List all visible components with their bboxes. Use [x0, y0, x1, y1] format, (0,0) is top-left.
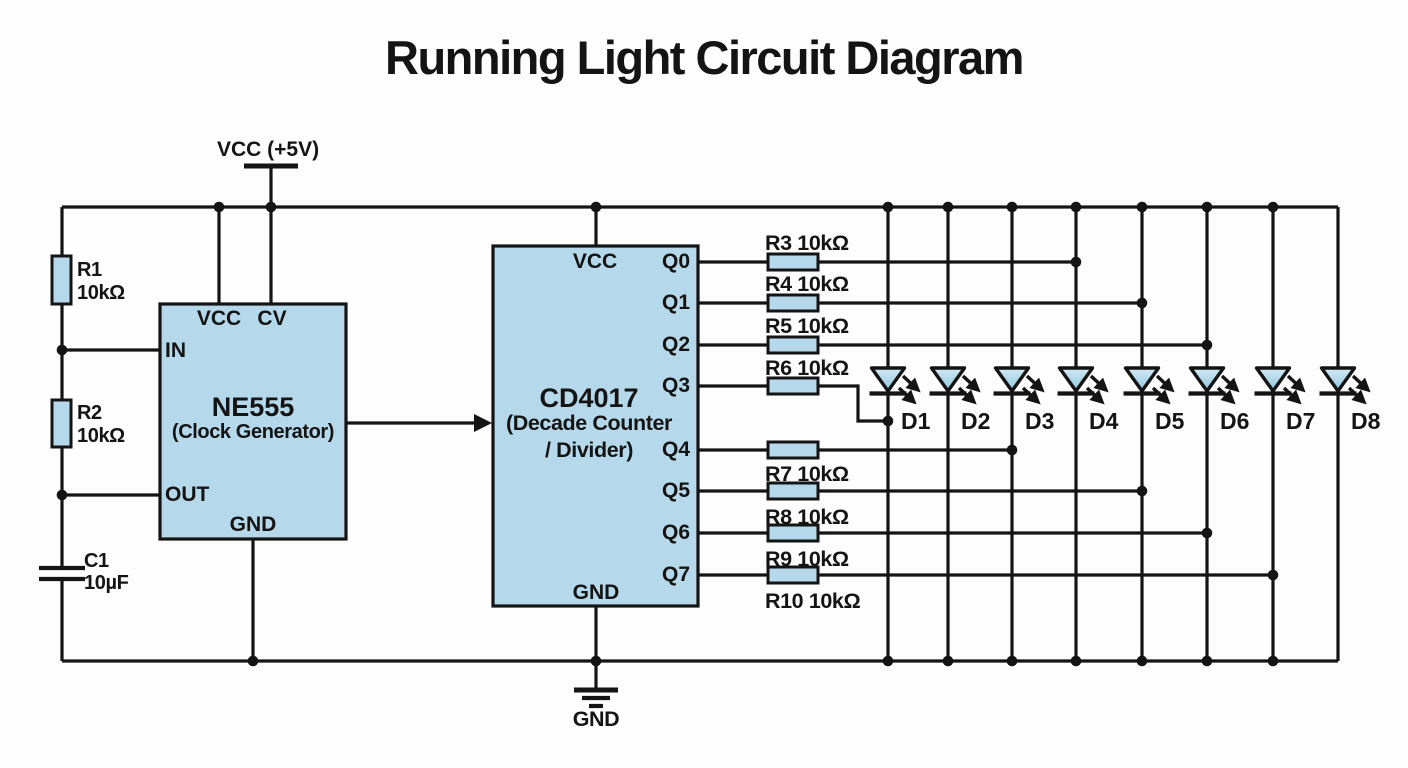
- resistor-r7-label: R7 10kΩ: [765, 462, 849, 486]
- ground-symbol: [574, 687, 618, 709]
- resistor-r3-body: [766, 252, 820, 272]
- resistor-r7-body: [766, 440, 820, 460]
- cd4017-pin-q5-label: Q5: [661, 479, 690, 502]
- led-d5-label: D5: [1155, 408, 1185, 434]
- led-d3-label: D3: [1025, 408, 1055, 434]
- cd4017-pin-q2-label: Q2: [661, 333, 690, 356]
- cd4017-block: [491, 244, 700, 608]
- ne555-block: [158, 302, 348, 541]
- resistor-r4-body: [766, 293, 820, 313]
- ne555-pin-in-label: IN: [165, 339, 186, 362]
- led-d7-symbol: [1254, 207, 1306, 661]
- resistor-r1-ref: R1: [77, 259, 102, 281]
- capacitor-c1-ref: C1: [84, 550, 109, 572]
- cd4017-pin-q1-label: Q1: [661, 291, 690, 314]
- led-d1-label: D1: [901, 408, 931, 434]
- resistor-r6-label: R6 10kΩ: [765, 356, 849, 380]
- ne555-pin-gnd-label: GND: [229, 513, 277, 536]
- resistor-r6-body: [766, 376, 820, 396]
- resistor-r2-ref: R2: [77, 402, 102, 424]
- resistor-r10-label: R10 10kΩ: [765, 589, 861, 613]
- resistor-r5-label: R5 10kΩ: [765, 314, 849, 338]
- led-d4-symbol: [1057, 207, 1109, 661]
- ne555-name: NE555: [211, 392, 295, 422]
- ne555-pin-vcc-label: VCC: [196, 307, 242, 330]
- resistor-r5-body: [766, 335, 820, 355]
- cd4017-pin-q3-label: Q3: [661, 374, 690, 397]
- capacitor-c1-value: 10µF: [84, 572, 129, 594]
- q3-wire: [698, 384, 888, 423]
- cd4017-name: CD4017: [539, 383, 639, 413]
- resistor-r2-body: [50, 398, 73, 449]
- resistor-r8-label: R8 10kΩ: [765, 505, 849, 529]
- resistor-r1-value: 10kΩ: [77, 282, 125, 304]
- resistor-r3-label: R3 10kΩ: [765, 231, 849, 255]
- led-d7-label: D7: [1286, 408, 1316, 434]
- cd4017-pin-q4-label: Q4: [661, 438, 690, 461]
- ne555-pin-cv-label: CV: [257, 307, 287, 330]
- led-d5-symbol: [1123, 207, 1175, 661]
- resistor-r2-value: 10kΩ: [77, 425, 125, 447]
- cd4017-subtitle-1: (Decade Counter: [505, 411, 673, 435]
- cd4017-pin-q7-label: Q7: [661, 563, 690, 586]
- cd4017-pin-vcc-label: VCC: [572, 250, 618, 273]
- junction-dots: [56, 201, 1279, 667]
- cd4017-pin-q0-label: Q0: [661, 250, 690, 273]
- resistor-r8-body: [766, 481, 820, 501]
- led-d3-symbol: [993, 207, 1045, 661]
- led-d6-label: D6: [1220, 408, 1250, 434]
- resistor-r1-body: [50, 254, 73, 306]
- resistor-r9-body: [766, 523, 820, 543]
- cd4017-pin-gnd-label: GND: [572, 581, 620, 604]
- capacitor-c1-symbol: [39, 565, 85, 582]
- cd4017-pin-q6-label: Q6: [661, 521, 690, 544]
- cd4017-subtitle-2: / Divider): [545, 438, 633, 462]
- ne555-pin-out-label: OUT: [165, 483, 210, 506]
- resistor-r10-body: [766, 565, 820, 585]
- led-d4-label: D4: [1089, 408, 1119, 434]
- resistor-r9-label: R9 10kΩ: [765, 547, 849, 571]
- clock-signal-arrowhead: [474, 414, 492, 432]
- led-d2-symbol: [929, 207, 981, 661]
- led-d1-symbol: [869, 207, 921, 661]
- led-d8-symbol: [1319, 207, 1371, 661]
- led-d2-label: D2: [961, 408, 991, 434]
- vcc-supply-label: VCC (+5V): [217, 138, 320, 161]
- resistor-r4-label: R4 10kΩ: [765, 272, 849, 296]
- page-title: Running Light Circuit Diagram: [385, 31, 1024, 84]
- ground-label: GND: [572, 707, 620, 731]
- led-d8-label: D8: [1351, 408, 1381, 434]
- ne555-subtitle: (Clock Generator): [171, 421, 335, 443]
